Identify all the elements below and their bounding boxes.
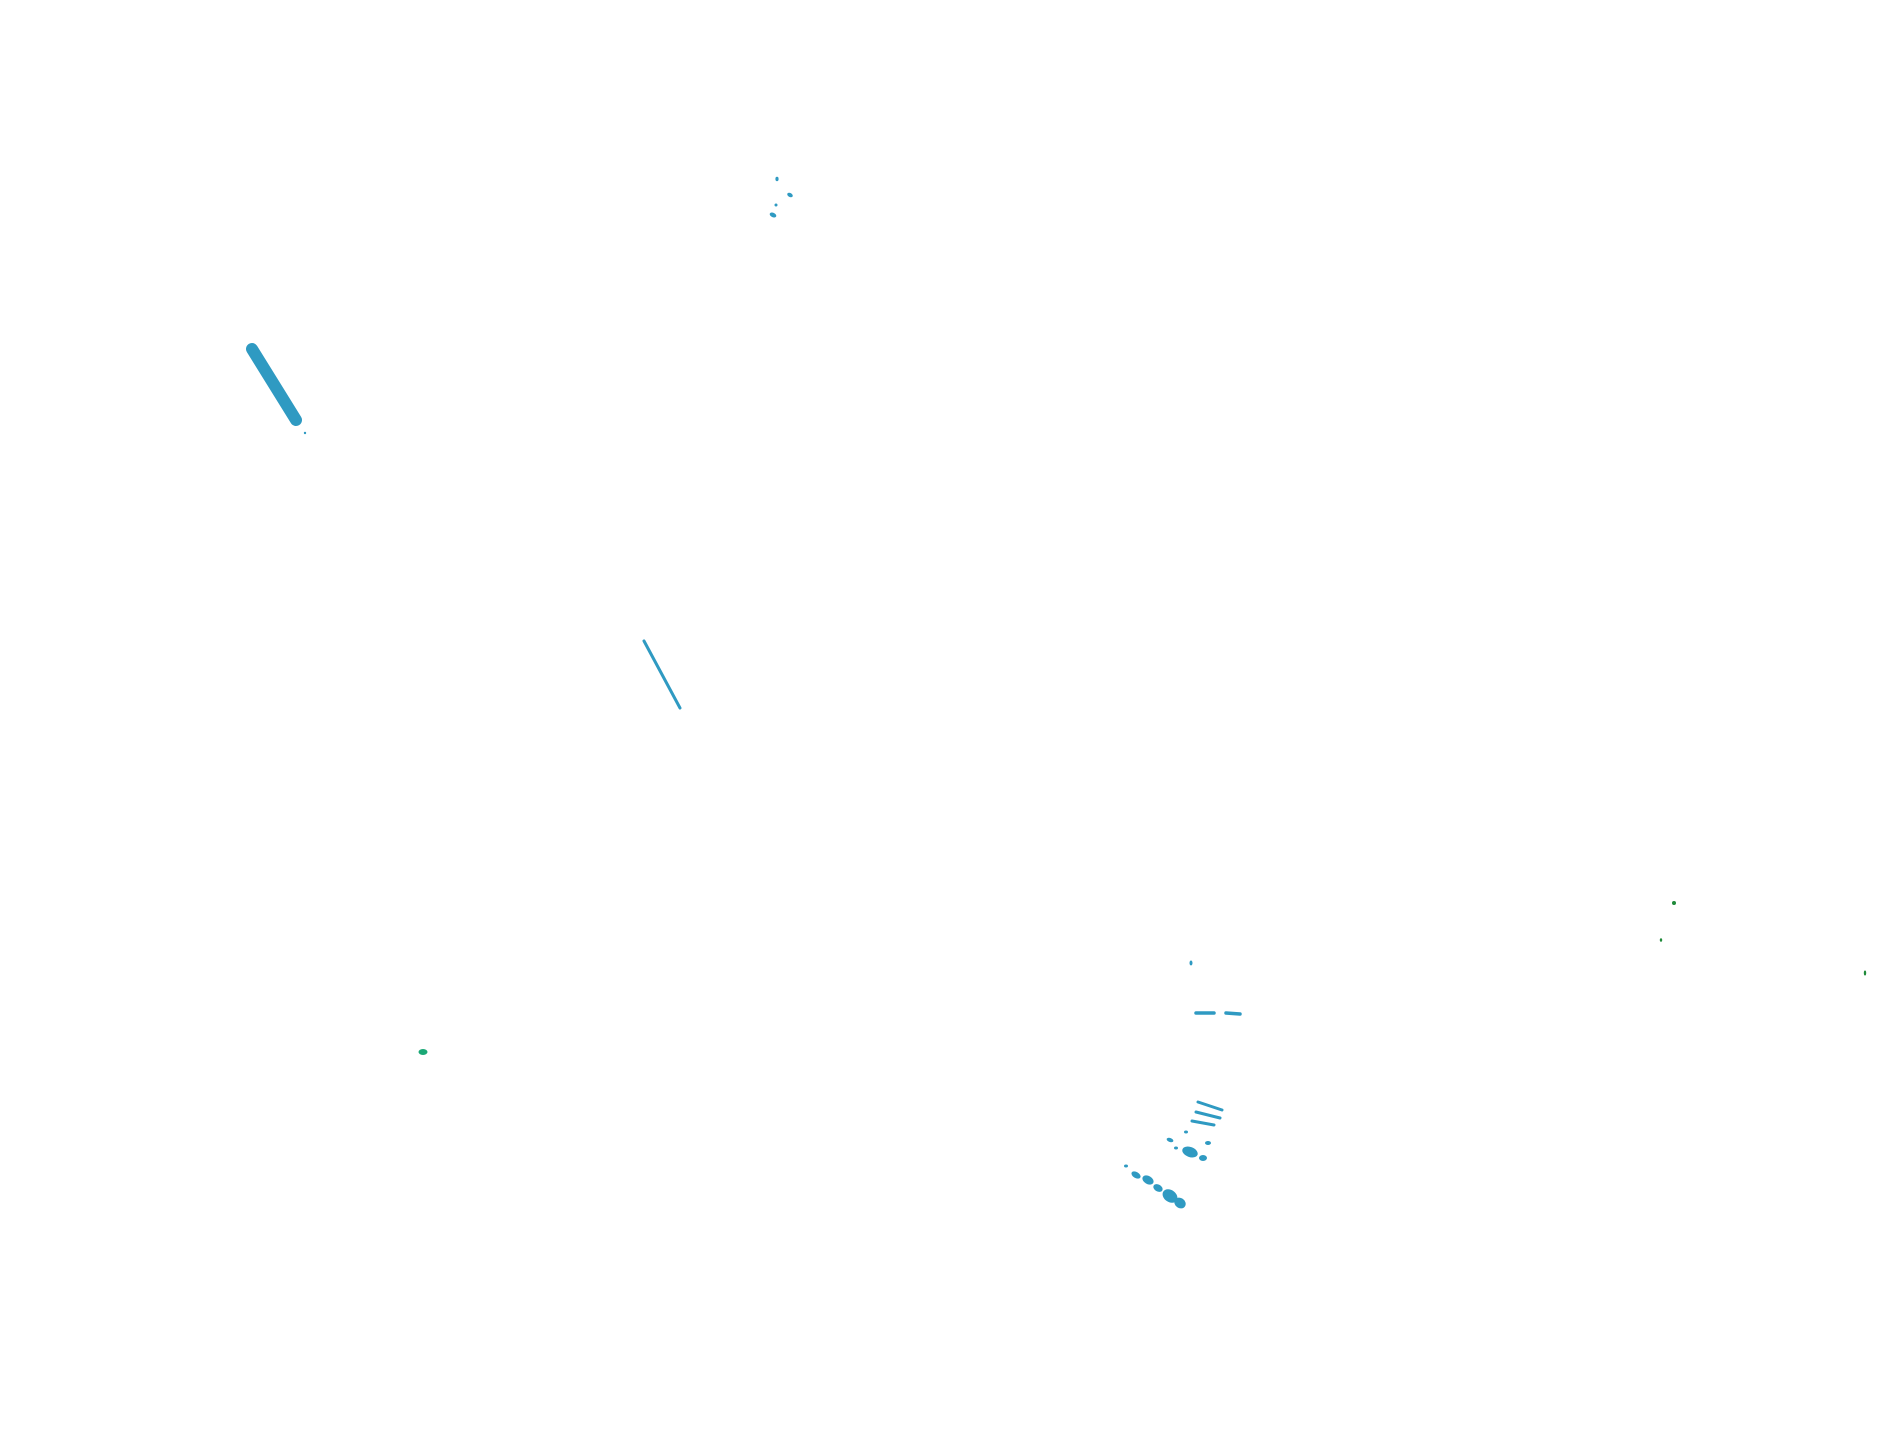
blue-speck [1142,1175,1154,1185]
green-dot [1659,938,1663,942]
blue-speck [1162,1189,1178,1203]
middle-thin-stroke [642,639,682,710]
blue-speck [775,176,779,182]
blue-speck [1131,1171,1141,1179]
blue-speck [787,192,793,198]
blue-speck [1174,1146,1178,1150]
blue-stroke [252,352,298,422]
blue-speck [1124,1164,1128,1168]
green-dot [418,1049,428,1055]
left-thick-stroke [246,343,307,435]
blue-stroke [1194,1110,1222,1120]
blue-speck [769,212,777,218]
blue-speck [1166,1137,1174,1143]
blue-stroke [1190,1119,1216,1127]
blue-speck [774,203,778,207]
blue-speck [1184,1130,1188,1134]
green-dot [1672,901,1676,905]
lower-cluster [1124,960,1242,1209]
blue-speck [1199,1155,1207,1161]
blue-speck [1205,1141,1211,1145]
blue-stroke [1196,1100,1224,1112]
blue-stroke [642,639,682,710]
top-speck-cluster [769,176,793,218]
blue-speck [1182,1146,1198,1158]
green-dot [1863,970,1867,976]
blue-speck [1174,1197,1186,1209]
blue-speck [1153,1184,1163,1192]
blue-speck [1189,960,1193,966]
blue-stroke [1224,1011,1242,1016]
green-dots [418,901,1867,1055]
blue-speck [303,431,307,435]
